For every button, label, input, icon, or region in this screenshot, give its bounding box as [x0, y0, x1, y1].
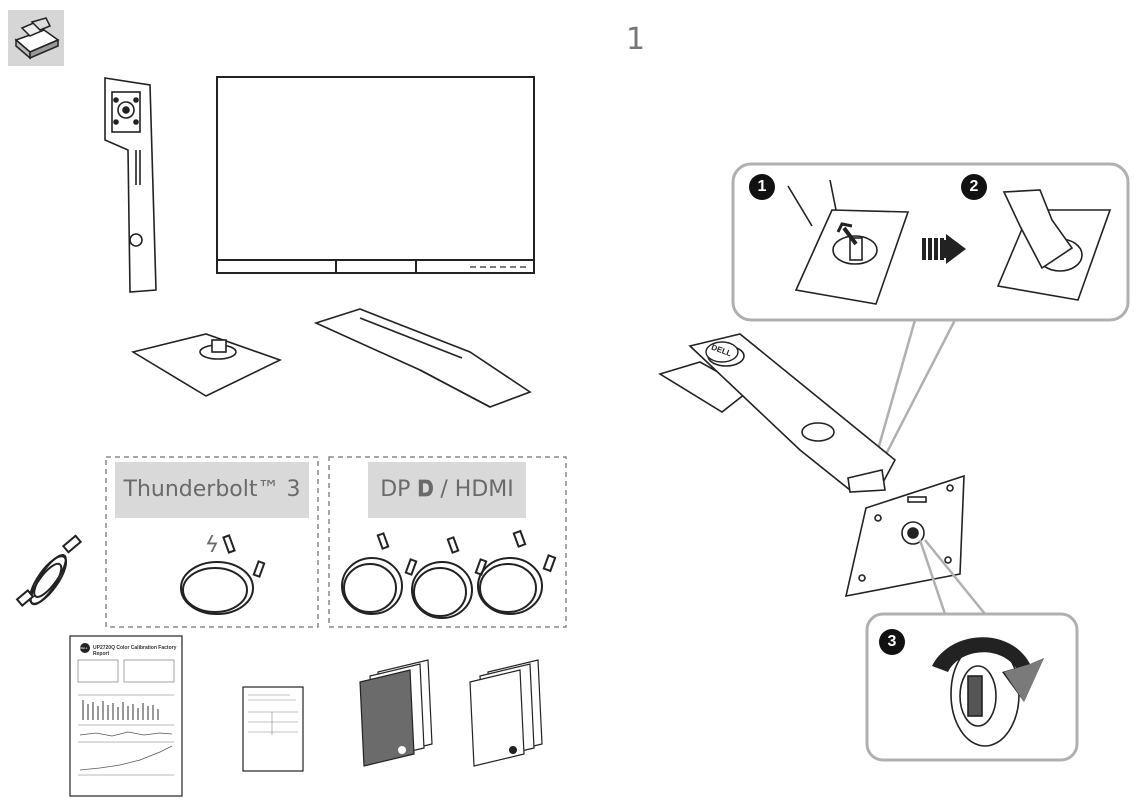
- step-three-badge: [879, 629, 905, 655]
- dp-cable-1: [341, 532, 418, 615]
- dp-hdmi-cable-group-frame: [328, 456, 567, 628]
- step-two-badge: [961, 174, 987, 200]
- next-step-arrow-icon: [922, 234, 966, 264]
- stand-assembly: [658, 333, 897, 493]
- dp-label-text: DP: [380, 477, 411, 502]
- step-three-screw: [950, 641, 1020, 747]
- package-icon: [14, 17, 60, 60]
- factory-calibration-report: [69, 635, 183, 797]
- stand-riser: [104, 77, 157, 293]
- monitor-panel: [216, 76, 535, 274]
- dp-hdmi-label: DP 𝐃 / HDMI: [368, 462, 526, 518]
- dp-cable-2: [411, 536, 488, 619]
- monitor-back: [844, 474, 965, 598]
- quick-start-guide-booklet: [359, 659, 433, 767]
- step-one-badge: [749, 174, 775, 200]
- callout-pointer-lower: [918, 539, 986, 615]
- dell-logo-stand: [705, 341, 739, 363]
- step-one-base-plate: [787, 179, 910, 305]
- step-two-number: 2: [969, 178, 979, 195]
- page-number: 1: [626, 22, 646, 57]
- quick-setup-sheet: [242, 686, 304, 772]
- thunderbolt-cable: [180, 534, 266, 615]
- report-dell-logo: DELL: [80, 646, 88, 650]
- stand-base: [130, 333, 283, 397]
- hdmi-cable: [477, 529, 557, 615]
- hdmi-label-text: / HDMI: [433, 477, 514, 502]
- step-one-number: 1: [757, 178, 767, 195]
- safety-regulatory-booklet: [469, 659, 543, 767]
- step-two-riser-in-base: [996, 189, 1112, 301]
- thunderbolt-label-text: Thunderbolt™ 3: [123, 477, 301, 502]
- callout-pointer: [873, 319, 957, 463]
- lift-arrow-icon: [836, 222, 858, 246]
- report-title: UP2720Q Color Calibration Factory Report: [93, 645, 177, 657]
- stand-arm-cover: [313, 308, 532, 408]
- lightning-icon: ϟ: [204, 533, 220, 558]
- power-cord: [15, 534, 83, 607]
- thunderbolt-label: Thunderbolt™ 3 ϟ: [115, 462, 309, 558]
- displayport-icon: 𝐃: [417, 477, 434, 502]
- rotate-clockwise-arrow-icon: [932, 637, 1044, 702]
- thunderbolt-cable-group-frame: [105, 456, 319, 628]
- step-three-number: 3: [887, 633, 897, 650]
